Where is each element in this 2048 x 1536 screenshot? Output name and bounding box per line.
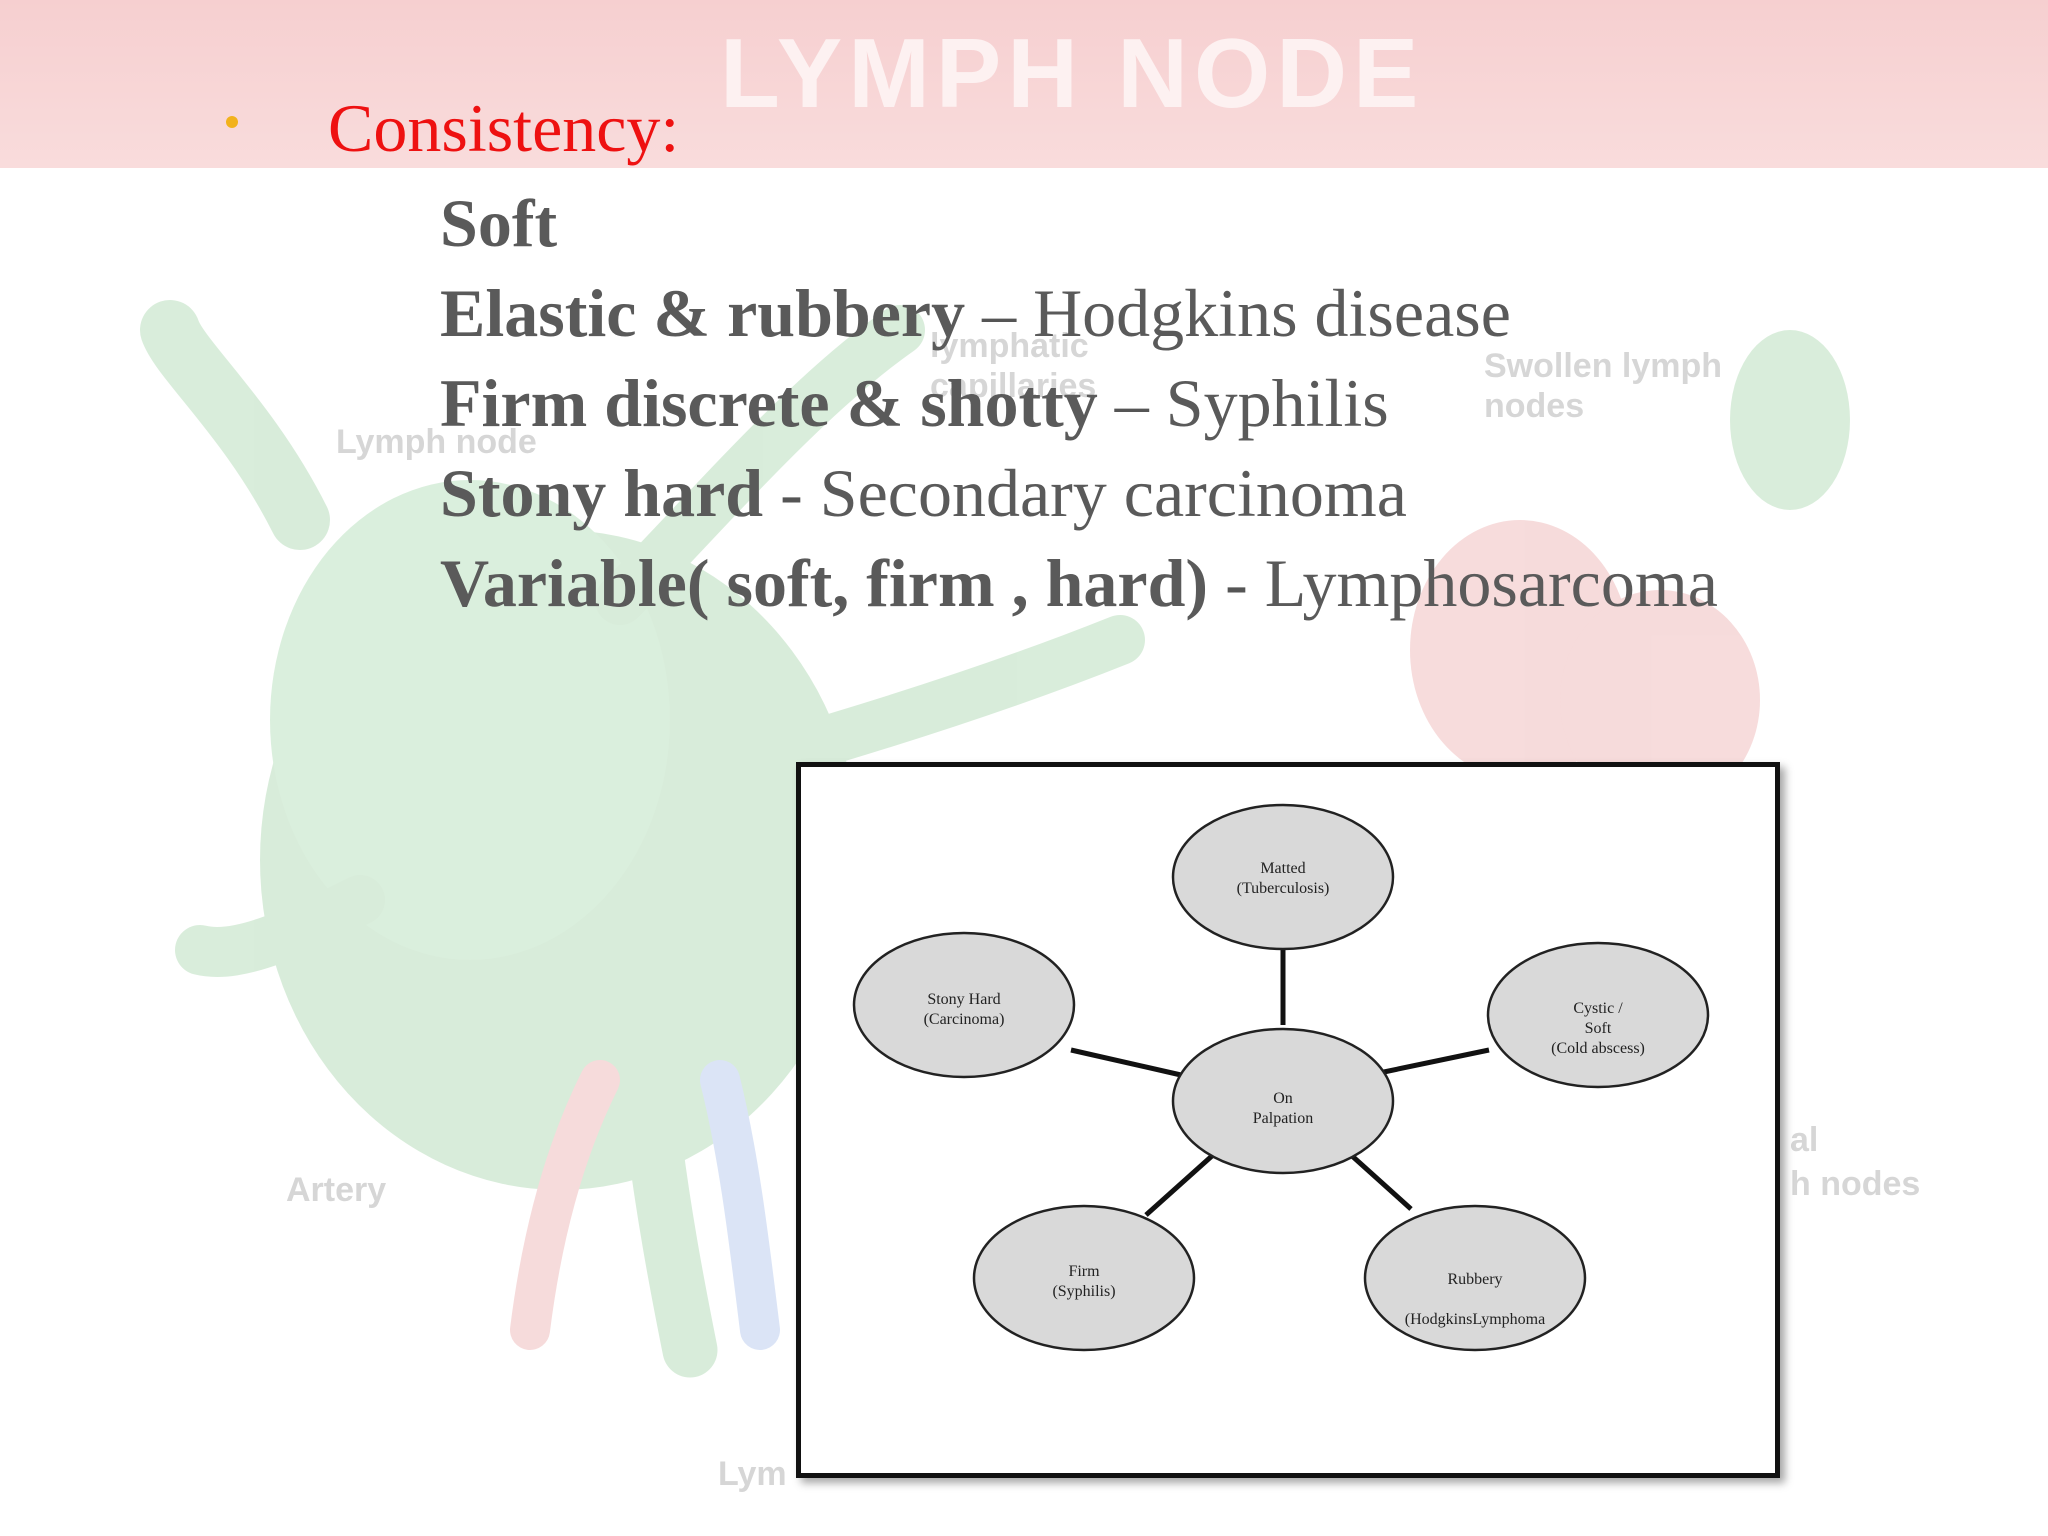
node-stony-hard: Stony Hard (Carcinoma) bbox=[852, 931, 1076, 1079]
background-label-al: al bbox=[1790, 1121, 1819, 1159]
background-label-h-nodes: h nodes bbox=[1790, 1165, 1921, 1203]
connector-rubbery bbox=[1349, 1153, 1413, 1211]
consistency-disease: Secondary carcinoma bbox=[819, 455, 1407, 531]
consistency-line-variable: Variable( soft, firm , hard) - Lymphosar… bbox=[440, 538, 1718, 628]
consistency-heading: Consistency: bbox=[328, 90, 680, 166]
node-rubbery: Rubbery (HodgkinsLymphoma bbox=[1363, 1204, 1587, 1352]
node-firm-line-2: (Syphilis) bbox=[1052, 1283, 1115, 1300]
consistency-term: Variable( soft, firm , hard) bbox=[440, 545, 1209, 621]
node-firm-line-1: Firm bbox=[1068, 1263, 1100, 1280]
header-band bbox=[0, 0, 2048, 168]
node-center-palpation: On Palpation bbox=[1171, 1027, 1395, 1175]
node-center-line-1: On bbox=[1273, 1090, 1293, 1107]
node-matted-line-1: Matted bbox=[1260, 860, 1305, 877]
consistency-term: Stony hard bbox=[440, 455, 764, 531]
consistency-separator: – bbox=[1097, 365, 1166, 441]
node-stony-line-2: (Carcinoma) bbox=[924, 1011, 1005, 1028]
palpation-diagram-frame: Matted (Tuberculosis) Stony Hard (Carcin… bbox=[796, 762, 1780, 1478]
node-matted: Matted (Tuberculosis) bbox=[1171, 803, 1395, 951]
consistency-term: Soft bbox=[440, 185, 558, 261]
background-label-lymph-node: Lymph node bbox=[336, 423, 537, 461]
consistency-disease: Lymphosarcoma bbox=[1264, 545, 1718, 621]
background-label-swollen: Swollen lymph nodes bbox=[1484, 347, 1723, 425]
node-center-line-2: Palpation bbox=[1253, 1110, 1313, 1127]
node-cystic-line-3: (Cold abscess) bbox=[1551, 1040, 1645, 1057]
node-cystic-line-1: Cystic / bbox=[1573, 1000, 1623, 1017]
consistency-line-firm: Firm discrete & shotty – Syphilis bbox=[440, 358, 1718, 448]
consistency-term: Elastic & rubbery bbox=[440, 275, 966, 351]
node-rubbery-line-1: Rubbery bbox=[1447, 1271, 1502, 1288]
consistency-line-stony: Stony hard - Secondary carcinoma bbox=[440, 448, 1718, 538]
node-rubbery-line-3: (HodgkinsLymphoma bbox=[1405, 1311, 1545, 1328]
consistency-disease: Syphilis bbox=[1165, 365, 1389, 441]
palpation-diagram: Matted (Tuberculosis) Stony Hard (Carcin… bbox=[852, 803, 1710, 1352]
consistency-list: Soft Elastic & rubbery – Hodgkins diseas… bbox=[440, 178, 1718, 628]
consistency-separator: - bbox=[763, 455, 820, 531]
background-label-artery: Artery bbox=[286, 1171, 387, 1209]
bullet-dot bbox=[226, 116, 238, 128]
background-label-lym: Lym bbox=[718, 1455, 787, 1493]
node-stony-line-1: Stony Hard bbox=[927, 991, 1000, 1008]
connector-stony bbox=[1070, 1047, 1182, 1078]
node-firm: Firm (Syphilis) bbox=[972, 1204, 1196, 1352]
node-matted-line-2: (Tuberculosis) bbox=[1237, 880, 1330, 897]
consistency-separator: – bbox=[965, 275, 1034, 351]
connector-firm bbox=[1144, 1153, 1215, 1217]
background-label-lymphatic: lymphatic capillaries bbox=[930, 327, 1097, 405]
consistency-term: Firm discrete & shotty bbox=[440, 365, 1098, 441]
consistency-separator: - bbox=[1208, 545, 1265, 621]
consistency-line-rubbery: Elastic & rubbery – Hodgkins disease bbox=[440, 268, 1718, 358]
connector-cystic bbox=[1378, 1047, 1490, 1076]
watermark-title: LYMPH NODE bbox=[720, 18, 1425, 128]
node-cystic-line-2: Soft bbox=[1585, 1020, 1612, 1037]
node-cystic-soft: Cystic / Soft (Cold abscess) bbox=[1486, 941, 1710, 1089]
consistency-disease: Hodgkins disease bbox=[1033, 275, 1511, 351]
consistency-line-soft: Soft bbox=[440, 178, 1718, 268]
